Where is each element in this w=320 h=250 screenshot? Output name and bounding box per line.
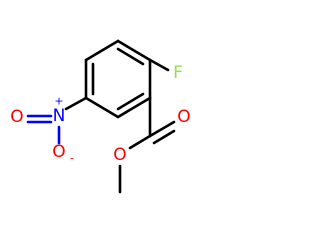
bond-carbonyl-double-a — [148, 120, 176, 138]
ring-bond-c5-c6 — [116, 39, 152, 62]
nitrogen-atom-label: N — [53, 106, 66, 126]
molecule-structure: F N + O O - O O — [10, 39, 191, 194]
bond-carbonyl-ester-oxygen — [128, 134, 152, 150]
ring-bond-c1-c2 — [116, 96, 152, 119]
ring-bond-c4-c5 — [84, 39, 120, 62]
fluorine-atom-label: F — [173, 63, 183, 83]
carbonyl-oxygen-label: O — [177, 107, 190, 127]
oxygen-charge-label: - — [70, 152, 74, 165]
ester-oxygen-label: O — [113, 145, 126, 165]
bond-c6-fluorine — [148, 58, 170, 72]
ring-double-bond-inner-3 — [116, 47, 145, 66]
nitro-oxygen-single-label: O — [52, 142, 65, 162]
ring-bond-c2-c3 — [84, 96, 120, 119]
bond-c3-nitrogen — [64, 96, 88, 111]
benzene-ring — [84, 39, 152, 119]
ring-double-bond-inner-1 — [116, 92, 145, 111]
nitrogen-charge-label: + — [54, 95, 63, 108]
nitro-oxygen-double-label: O — [10, 107, 23, 127]
bond-carbonyl-double-b — [152, 129, 176, 145]
